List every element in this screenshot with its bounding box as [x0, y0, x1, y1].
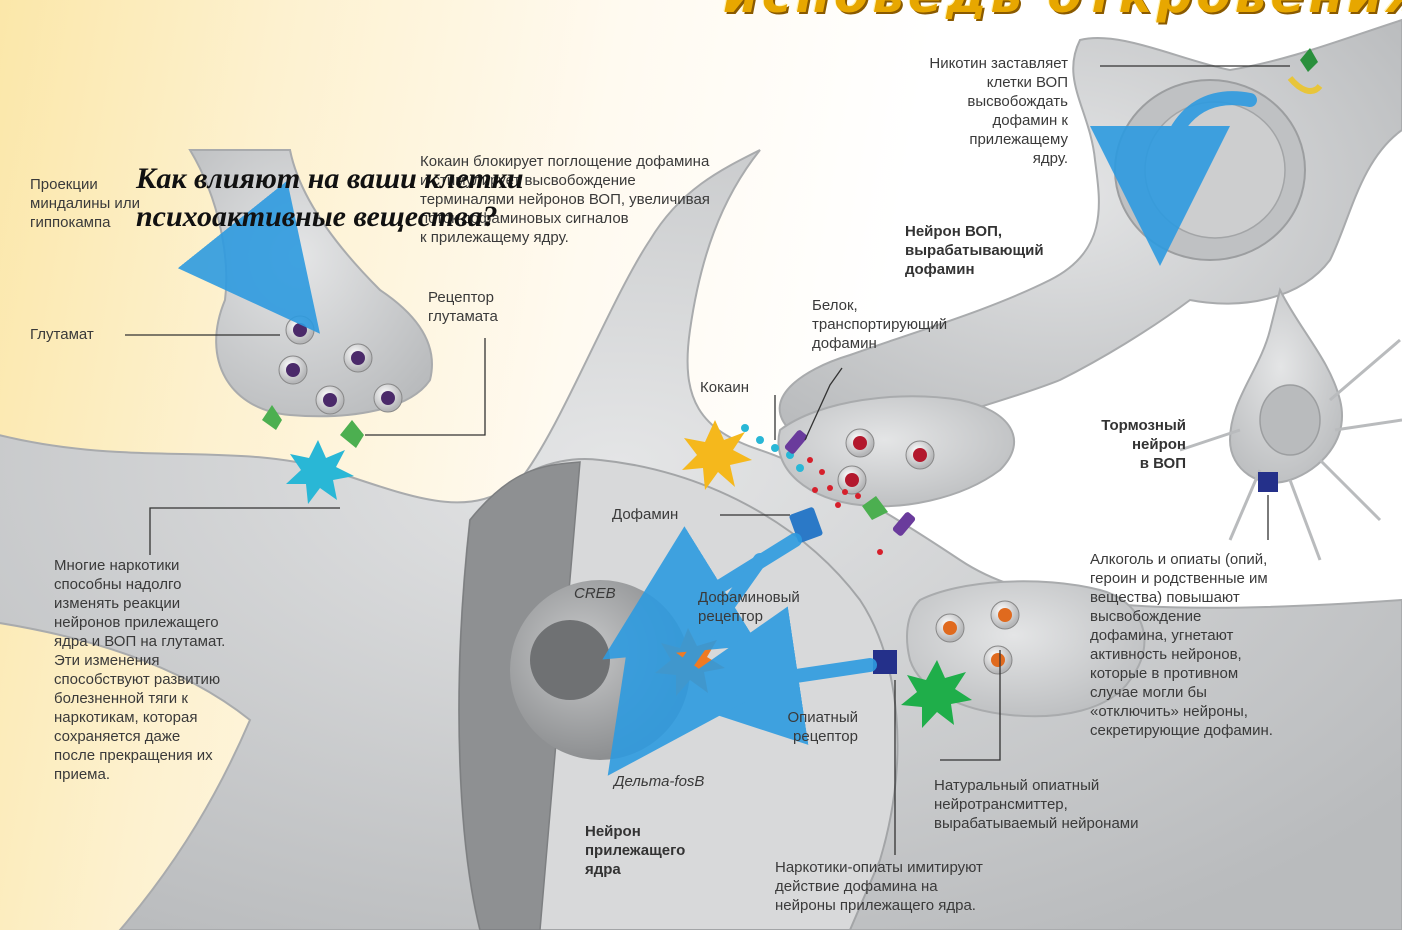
label-nucleus-neuron: Нейрон прилежащего ядра: [585, 822, 745, 879]
label-creb: CREB: [574, 584, 634, 603]
title-line-1: Как влияют на ваши клетки: [136, 162, 524, 195]
label-vta-neuron: Нейрон ВОП, вырабатывающий дофамин: [905, 222, 1105, 279]
label-opiate-drugs: Наркотики-опиаты имитируют действие дофа…: [775, 858, 1095, 915]
opiate-receptor-shape: [873, 650, 897, 674]
label-nicotine: Никотин заставляет клетки ВОП высвобожда…: [850, 54, 1068, 168]
label-dopamine-receptor: Дофаминовый рецептор: [698, 588, 858, 626]
label-transport-protein: Белок, транспортирующий дофамин: [812, 296, 1032, 353]
label-many-drugs: Многие наркотики способны надолго изменя…: [54, 556, 314, 784]
label-glutamate: Глутамат: [30, 325, 130, 344]
banner-title: исповедь откровения: [723, 0, 1402, 24]
label-glutamate-receptor: Рецептор глутамата: [428, 288, 548, 326]
page-title: Как влияют на ваши клетки психоактивные …: [136, 160, 656, 236]
label-opiate-receptor: Опиатный рецептор: [740, 708, 858, 746]
inhibitory-nucleus: [1260, 385, 1320, 455]
label-cocaine: Кокаин: [700, 378, 790, 397]
label-dopamine: Дофамин: [612, 505, 712, 524]
title-line-2: психоактивные вещества?: [136, 200, 498, 233]
label-natural-opiate: Натуральный опиатный нейротрансмиттер, в…: [934, 776, 1254, 833]
label-alcohol-opiates: Алкоголь и опиаты (опий, героин и родств…: [1090, 550, 1380, 740]
glutamate-receptor-right: [340, 420, 364, 448]
inhibitory-receptor-shape: [1258, 472, 1278, 492]
label-delta-fosb: Дельта-fosB: [614, 772, 754, 791]
label-inhibitory-neuron: Тормозный нейрон в ВОП: [1050, 416, 1186, 473]
